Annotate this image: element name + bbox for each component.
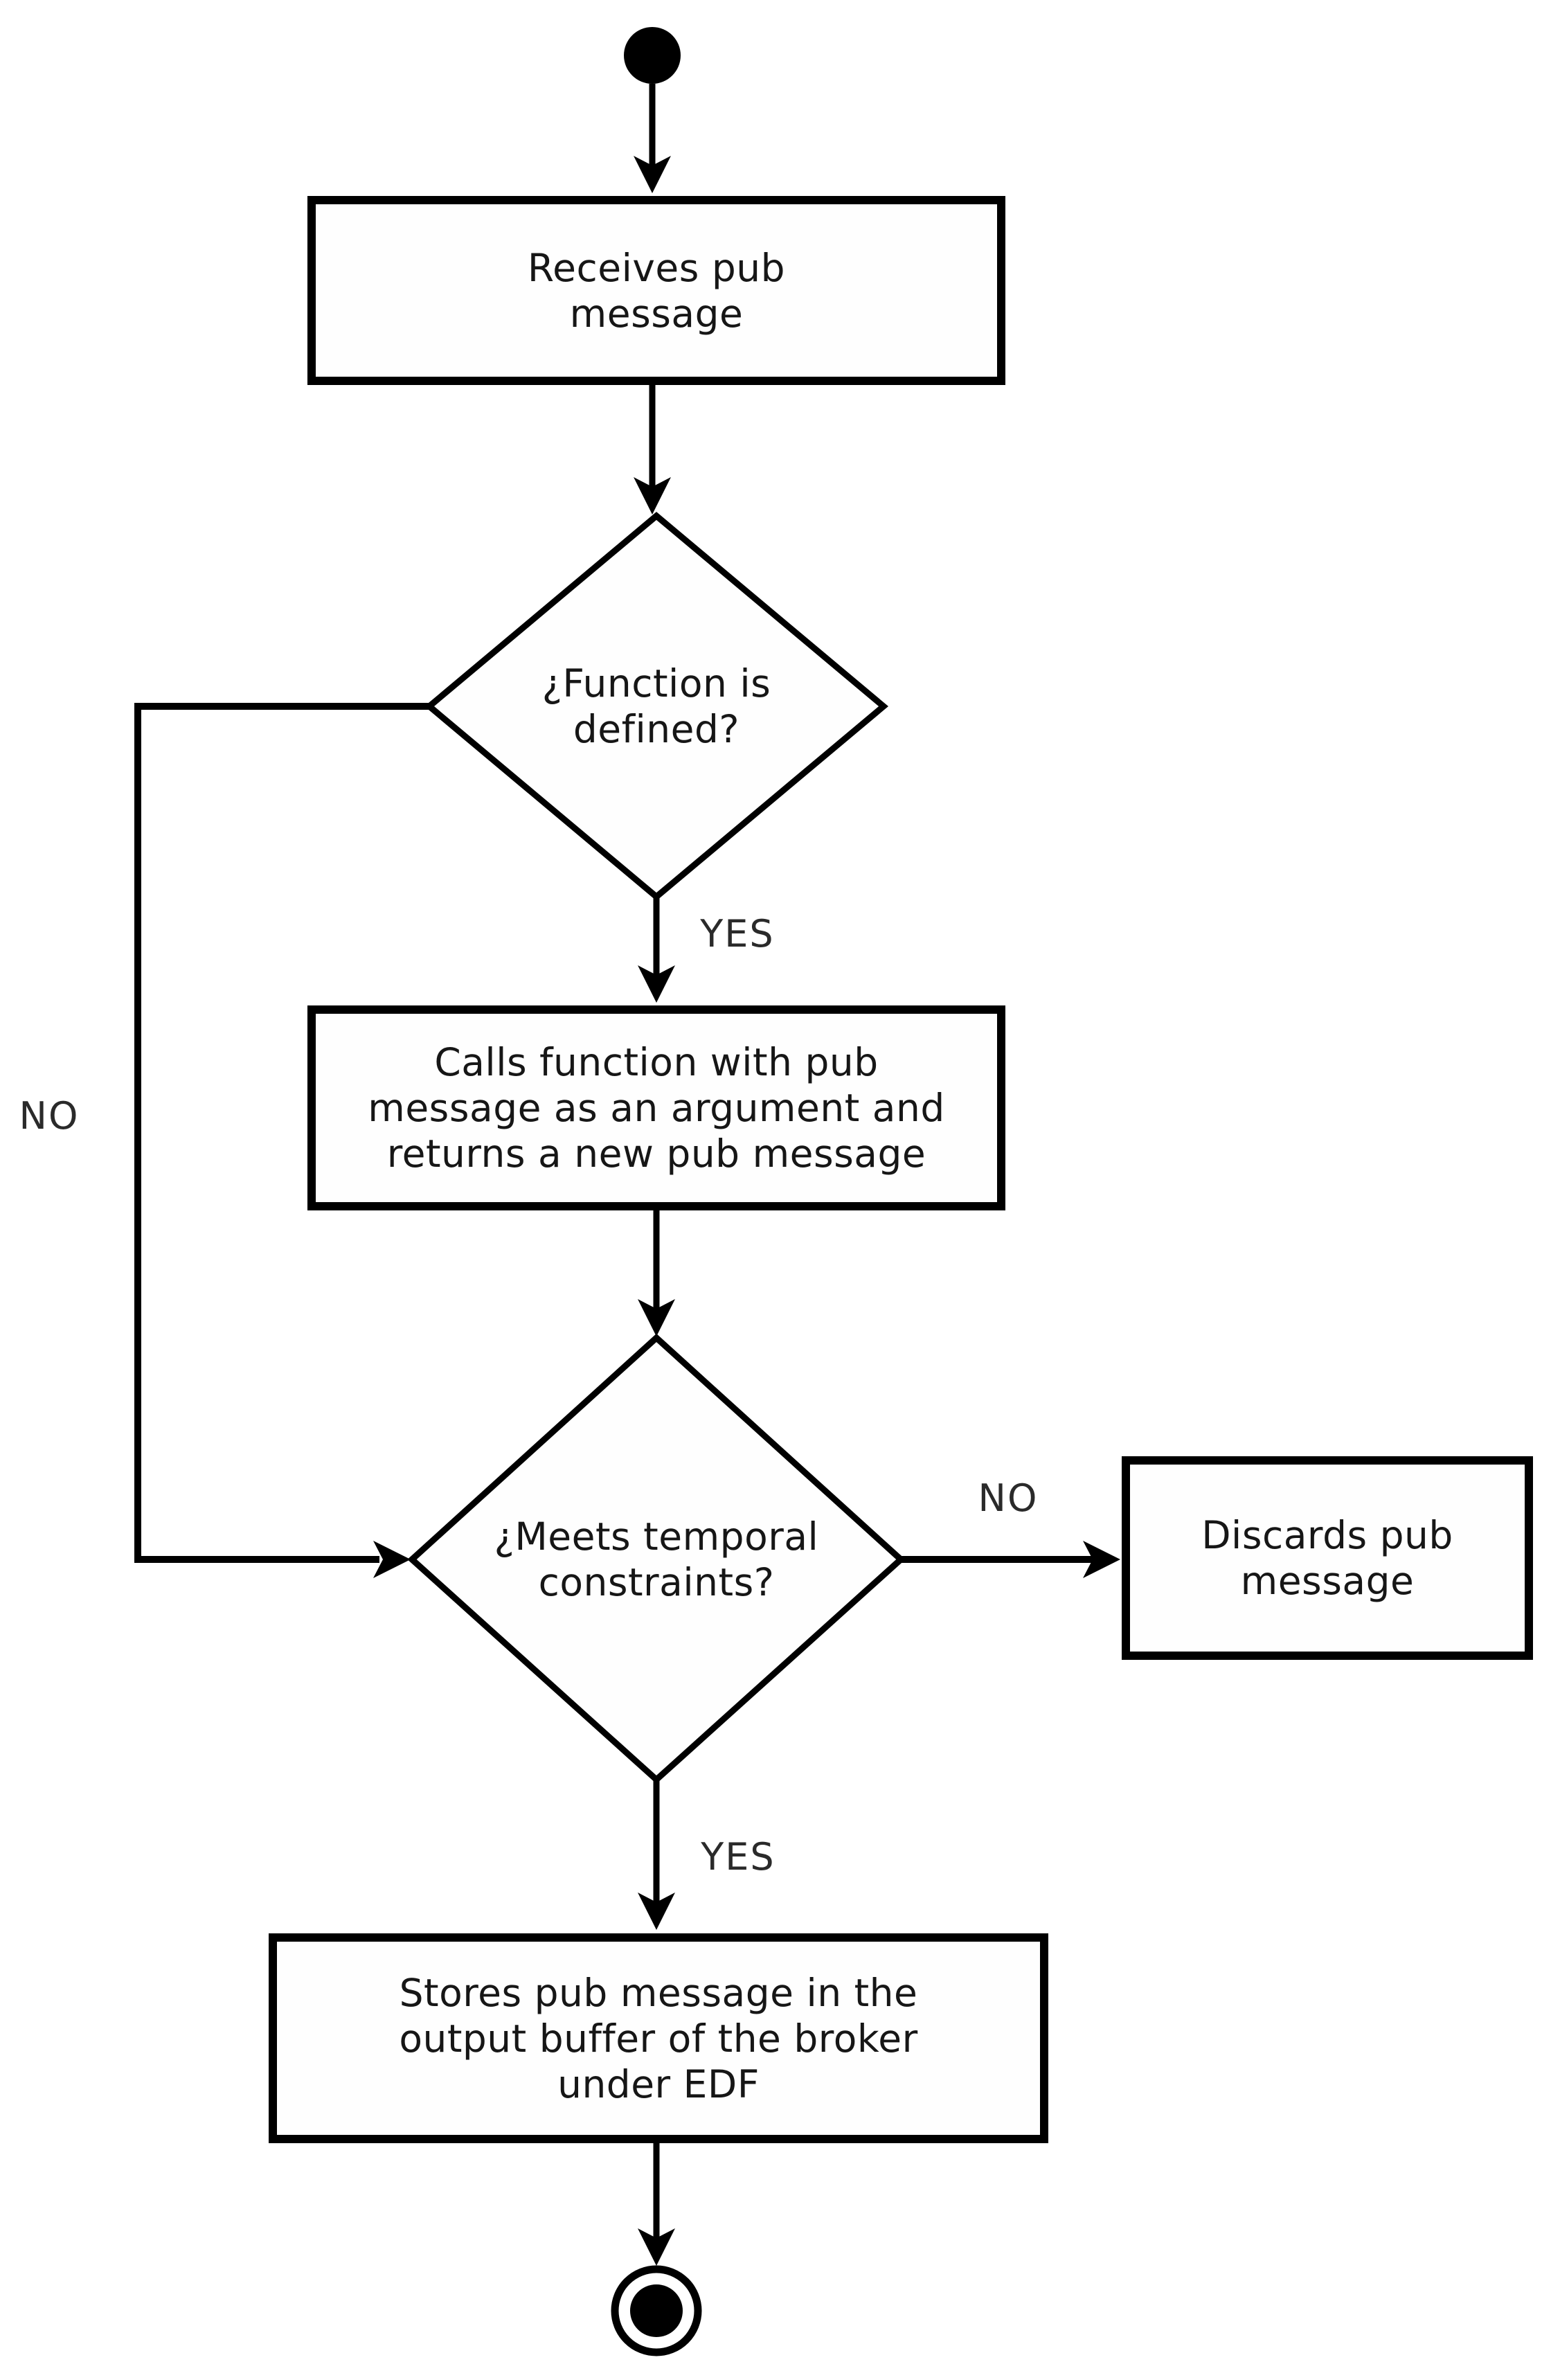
node-discards-line2: message bbox=[1240, 1559, 1415, 1603]
node-stores-line2: output buffer of the broker bbox=[399, 2016, 918, 2061]
node-discards-pub-message: Discards pub message bbox=[1122, 1456, 1533, 1660]
arrowhead-stores-to-end bbox=[638, 2228, 675, 2266]
node-receives-label: Receives pub message bbox=[528, 245, 785, 337]
node-calls-function-line2: message as an argument and bbox=[368, 1086, 945, 1130]
edge-label-meets-temporal-no: NO bbox=[978, 1476, 1039, 1520]
decision-meets-temporal-line1: ¿Meets temporal bbox=[494, 1514, 819, 1559]
edge-label-function-defined-no: NO bbox=[19, 1094, 80, 1138]
node-calls-function: Calls function with pub message as an ar… bbox=[307, 1005, 1005, 1210]
decision-meets-temporal-line2: constraints? bbox=[538, 1560, 775, 1604]
node-calls-function-label: Calls function with pub message as an ar… bbox=[368, 1039, 944, 1176]
decision-meets-temporal-label: ¿Meets temporal constraints? bbox=[414, 1456, 899, 1663]
decision-function-defined-label: ¿Function is defined? bbox=[449, 602, 864, 810]
decision-function-defined-line2: defined? bbox=[573, 707, 740, 751]
arrowhead-meets-temporal-yes bbox=[638, 1893, 675, 1930]
node-discards-label: Discards pub message bbox=[1201, 1512, 1453, 1604]
node-stores-line3: under EDF bbox=[557, 2061, 760, 2106]
decision-function-defined-line1: ¿Function is bbox=[541, 661, 771, 706]
node-receives-pub-message: Receives pub message bbox=[307, 196, 1005, 385]
arrowhead-meets-temporal-no bbox=[1083, 1541, 1120, 1578]
edge-label-function-defined-yes: YES bbox=[700, 912, 775, 956]
arrowhead-start-to-receives bbox=[634, 156, 671, 193]
node-stores-pub-message: Stores pub message in the output buffer … bbox=[269, 1933, 1048, 2143]
arrowhead-calls-to-meets-temporal bbox=[638, 1299, 675, 1336]
node-receives-line2: message bbox=[569, 291, 744, 336]
arrowhead-function-defined-yes bbox=[638, 965, 675, 1003]
end-node-outer-ring-icon bbox=[611, 2265, 702, 2356]
node-calls-function-line1: Calls function with pub bbox=[434, 1040, 879, 1084]
edge-function-defined-no-path bbox=[134, 703, 429, 1563]
node-stores-line1: Stores pub message in the bbox=[399, 1970, 918, 2015]
edge-label-meets-temporal-yes: YES bbox=[701, 1835, 776, 1879]
node-stores-label: Stores pub message in the output buffer … bbox=[399, 1970, 917, 2107]
node-receives-line1: Receives pub bbox=[527, 245, 786, 290]
arrowhead-function-defined-no bbox=[373, 1541, 411, 1578]
node-discards-line1: Discards pub bbox=[1201, 1513, 1453, 1557]
start-node-icon bbox=[624, 27, 681, 84]
end-node-inner-circle-icon bbox=[630, 2284, 683, 2337]
arrowhead-receives-to-function-defined bbox=[634, 477, 671, 515]
node-calls-function-line3: returns a new pub message bbox=[386, 1131, 926, 1176]
